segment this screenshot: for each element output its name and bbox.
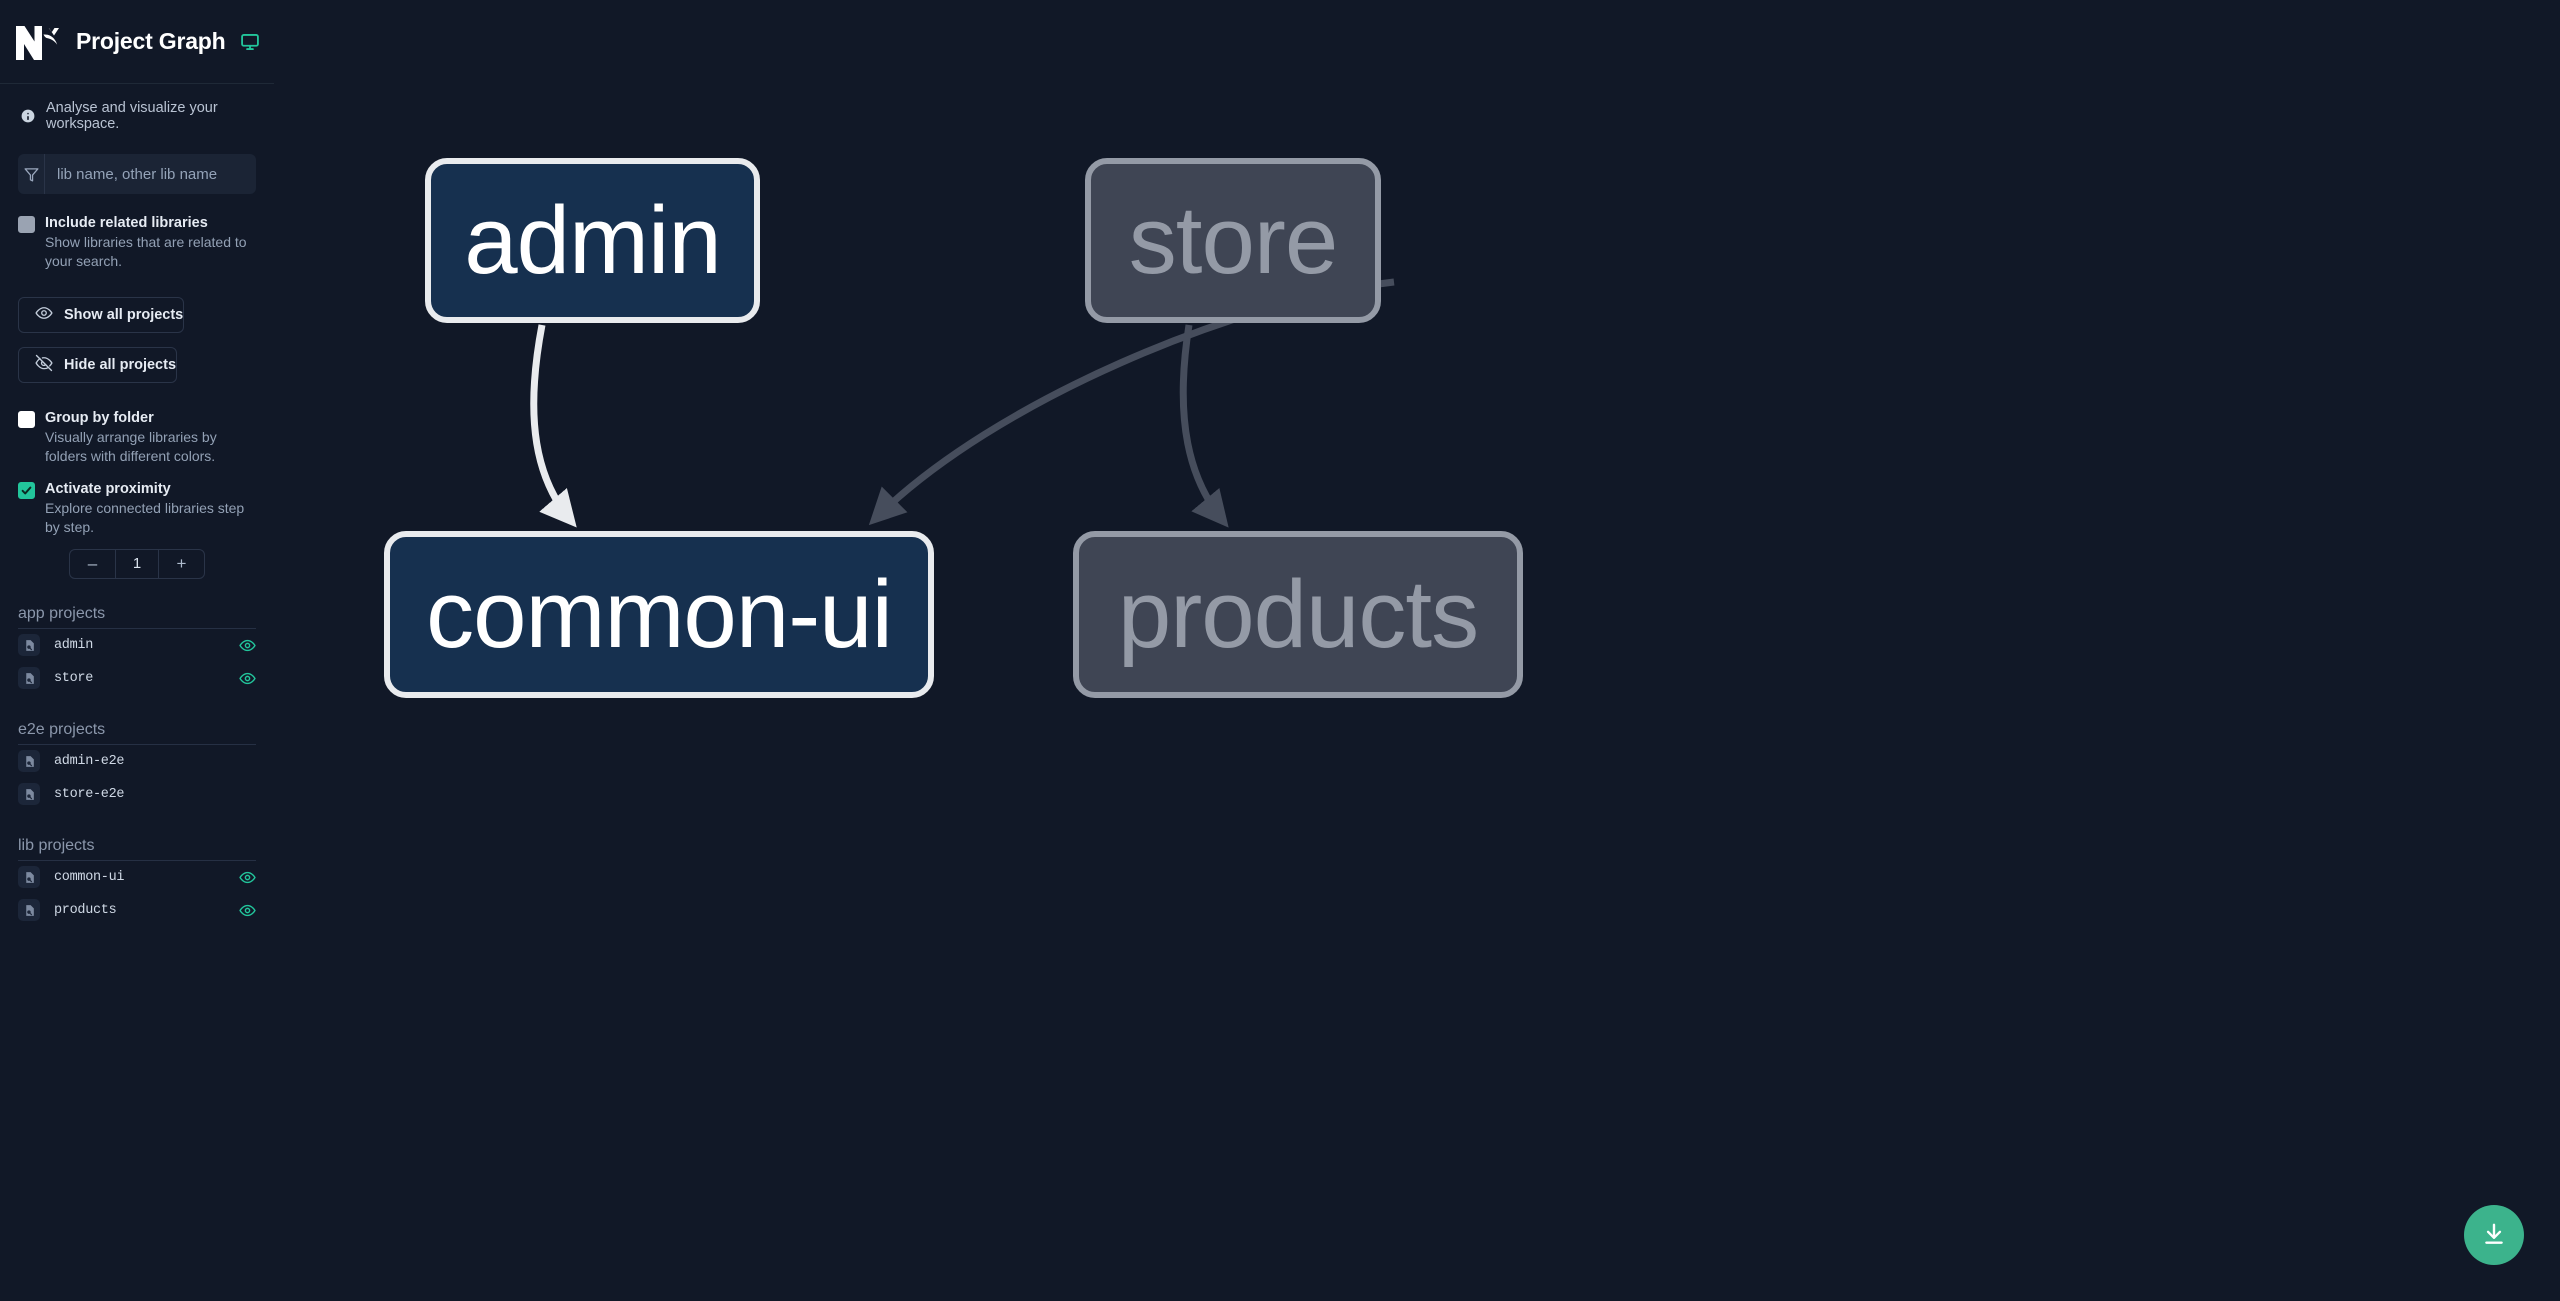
download-graph-button[interactable] (2464, 1205, 2524, 1265)
group-divider (18, 627, 256, 629)
project-visibility-eye-icon[interactable] (239, 869, 256, 886)
graph-node-admin[interactable]: admin (425, 158, 760, 323)
project-row-products[interactable]: products (0, 894, 274, 927)
show-all-projects-button[interactable]: Show all projects (18, 296, 185, 333)
proximity-decrement-button[interactable]: – (70, 550, 115, 578)
activate-proximity-checkbox[interactable] (18, 481, 35, 499)
group-label: e2e projects (18, 720, 106, 738)
project-row-store-e2e[interactable]: store-e2e (0, 778, 274, 811)
project-name: common-ui (54, 869, 125, 885)
option-description: Visually arrange libraries by folders wi… (45, 429, 217, 464)
eye-icon (35, 304, 53, 326)
option-title: Group by folder (45, 409, 154, 426)
graph-node-common-ui[interactable]: common-ui (384, 531, 934, 698)
project-row-admin[interactable]: admin (0, 629, 274, 662)
sidebar: Project Graph Analyse and visualize your… (0, 0, 274, 1301)
sidebar-tagline: Analyse and visualize your workspace. (0, 84, 274, 132)
option-title: Include related libraries (45, 215, 208, 231)
project-visibility-eye-icon[interactable] (239, 670, 256, 687)
graph-node-store[interactable]: store (1085, 158, 1381, 323)
graph-node-products[interactable]: products (1073, 531, 1523, 698)
monitor-icon[interactable] (240, 32, 260, 52)
search-input[interactable] (45, 154, 256, 194)
edge-store-to-products (1179, 324, 1229, 528)
project-file-icon (18, 750, 40, 773)
option-description: Show libraries that are related to your … (45, 234, 247, 270)
project-row-store[interactable]: store (0, 662, 274, 695)
include-related-libraries-checkbox[interactable] (18, 216, 35, 233)
project-name: store-e2e (54, 786, 125, 802)
graph-node-label: common-ui (426, 560, 893, 668)
project-name: store (54, 670, 94, 686)
group-by-folder-checkbox[interactable] (18, 410, 35, 428)
group-label: app projects (18, 604, 106, 622)
project-group-app: app projects admin store (0, 605, 274, 695)
project-group-lib: lib projects common-ui products (0, 837, 274, 927)
info-icon (20, 108, 36, 124)
project-group-e2e: e2e projects admin-e2e store-e2e (0, 721, 274, 811)
project-name: admin-e2e (54, 753, 125, 769)
project-file-icon (18, 783, 40, 806)
option-group-by-folder[interactable]: Group by folder Visually arrange librari… (0, 409, 274, 466)
sidebar-header: Project Graph (0, 0, 274, 84)
project-file-icon (18, 866, 40, 889)
graph-node-label: store (1128, 186, 1338, 294)
group-divider (18, 859, 256, 861)
option-description: Explore connected libraries step by step… (45, 499, 245, 535)
filter-funnel-icon (18, 154, 45, 194)
project-file-icon (18, 667, 40, 690)
nx-logo-icon (14, 22, 62, 62)
graph-canvas[interactable]: admin store common-ui products (274, 0, 2560, 1301)
option-title: Activate proximity (45, 480, 171, 497)
group-label: lib projects (18, 836, 95, 854)
hide-all-projects-button[interactable]: Hide all projects (18, 346, 178, 383)
proximity-stepper: – 1 + (18, 548, 256, 579)
project-file-icon (18, 634, 40, 657)
option-include-related-libraries[interactable]: Include related libraries Show libraries… (0, 214, 274, 271)
graph-node-label: admin (464, 186, 721, 294)
proximity-increment-button[interactable]: + (159, 550, 204, 578)
eye-off-icon (35, 354, 53, 376)
tagline-text: Analyse and visualize your workspace. (46, 100, 218, 132)
graph-node-label: products (1117, 560, 1479, 668)
project-name: admin (54, 637, 94, 653)
proximity-value: 1 (115, 549, 159, 578)
hide-all-projects-label: Hide all projects (64, 356, 177, 373)
project-visibility-eye-icon[interactable] (239, 637, 256, 654)
edge-admin-to-common-ui (530, 324, 577, 528)
project-name: products (54, 902, 117, 918)
page-title: Project Graph (76, 28, 226, 54)
project-row-admin-e2e[interactable]: admin-e2e (0, 745, 274, 778)
show-all-projects-label: Show all projects (64, 306, 184, 323)
group-divider (18, 743, 256, 745)
project-row-common-ui[interactable]: common-ui (0, 861, 274, 894)
download-icon (2481, 1221, 2507, 1250)
project-file-icon (18, 899, 40, 922)
project-visibility-eye-icon[interactable] (239, 902, 256, 919)
option-activate-proximity[interactable]: Activate proximity Explore connected lib… (0, 480, 274, 537)
search-box[interactable] (18, 154, 256, 194)
